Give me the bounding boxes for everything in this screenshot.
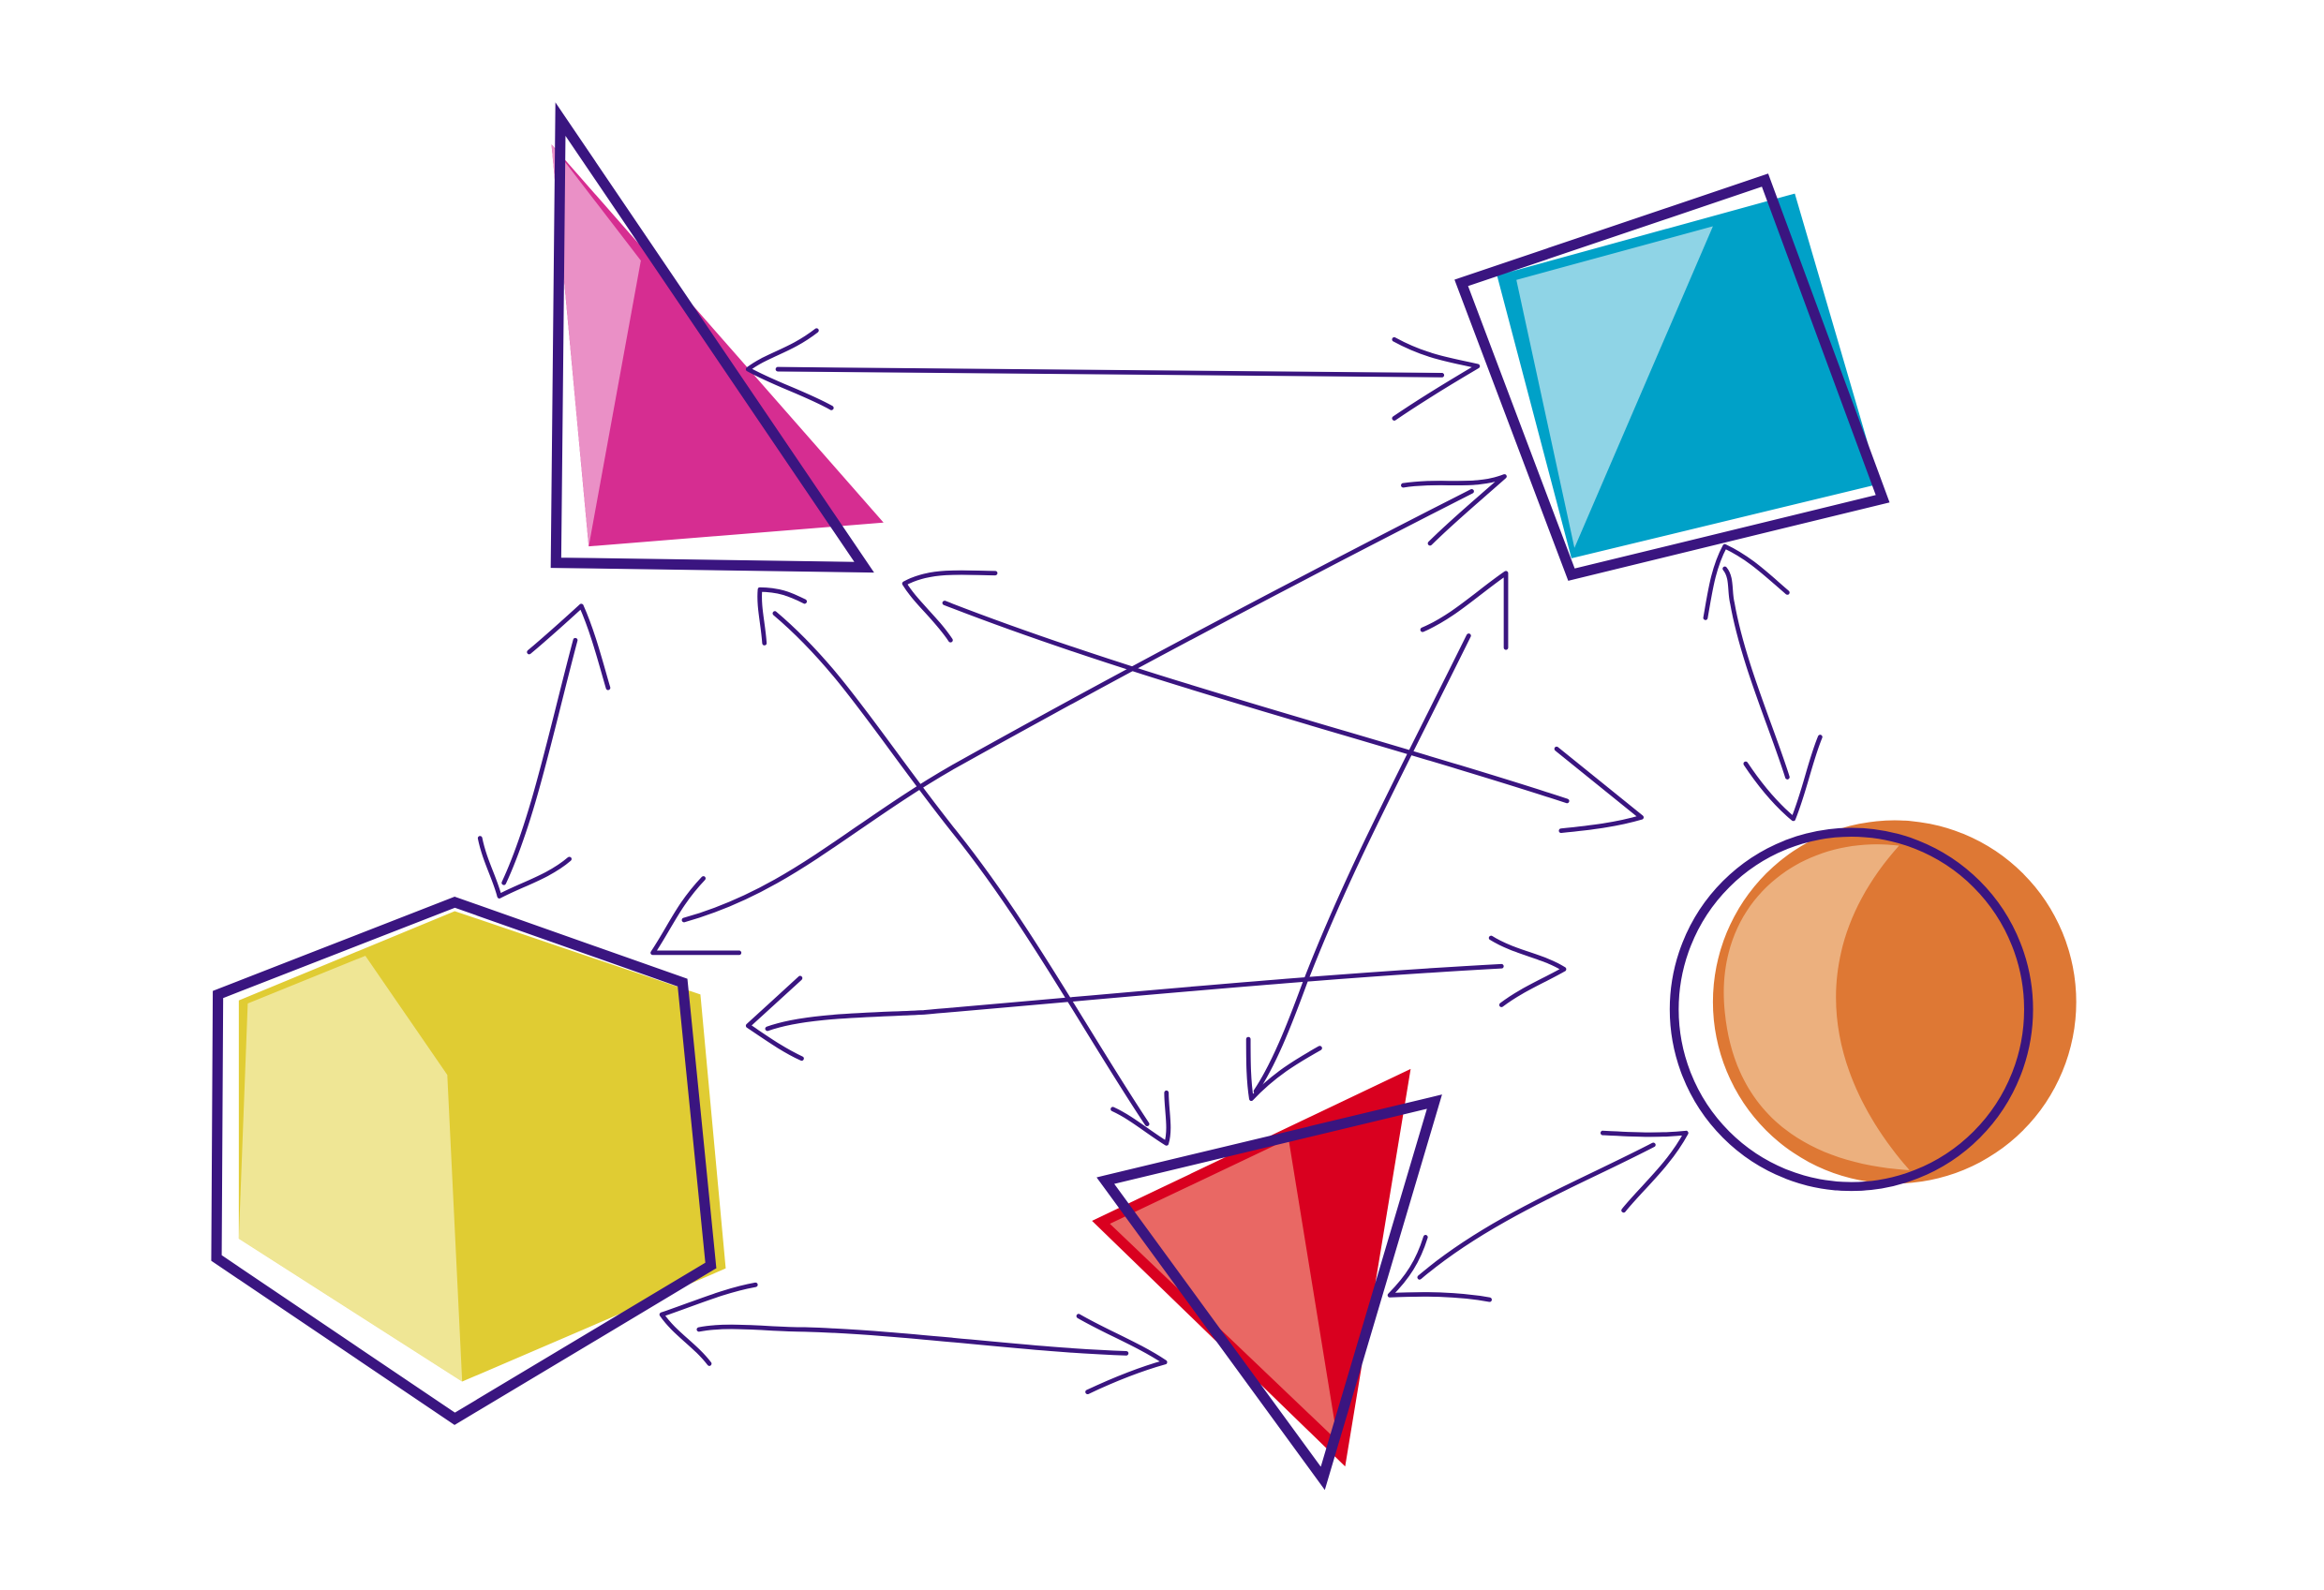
- arrow-hexagon-circle: [745, 935, 1567, 1062]
- arrow-triangle-square: [745, 328, 1481, 421]
- red-triangle: [1092, 1068, 1442, 1491]
- arrow-triangle-redtriangle: [757, 587, 1171, 1146]
- magenta-triangle: [550, 102, 884, 573]
- arrow-redtriangle-circle: [1387, 1130, 1689, 1302]
- blue-square: [1454, 173, 1890, 581]
- orange-circle: [1669, 820, 2077, 1192]
- arrow-triangle-circle: [901, 570, 1645, 834]
- arrow-square-circle: [1703, 543, 1823, 822]
- yellow-hexagon: [211, 896, 726, 1425]
- arrow-hexagon-square: [650, 474, 1507, 956]
- arrow-hexagon-redtriangle: [659, 1282, 1168, 1395]
- arrow-triangle-hexagon: [477, 603, 611, 899]
- arrow-square-redtriangle: [1245, 571, 1509, 1102]
